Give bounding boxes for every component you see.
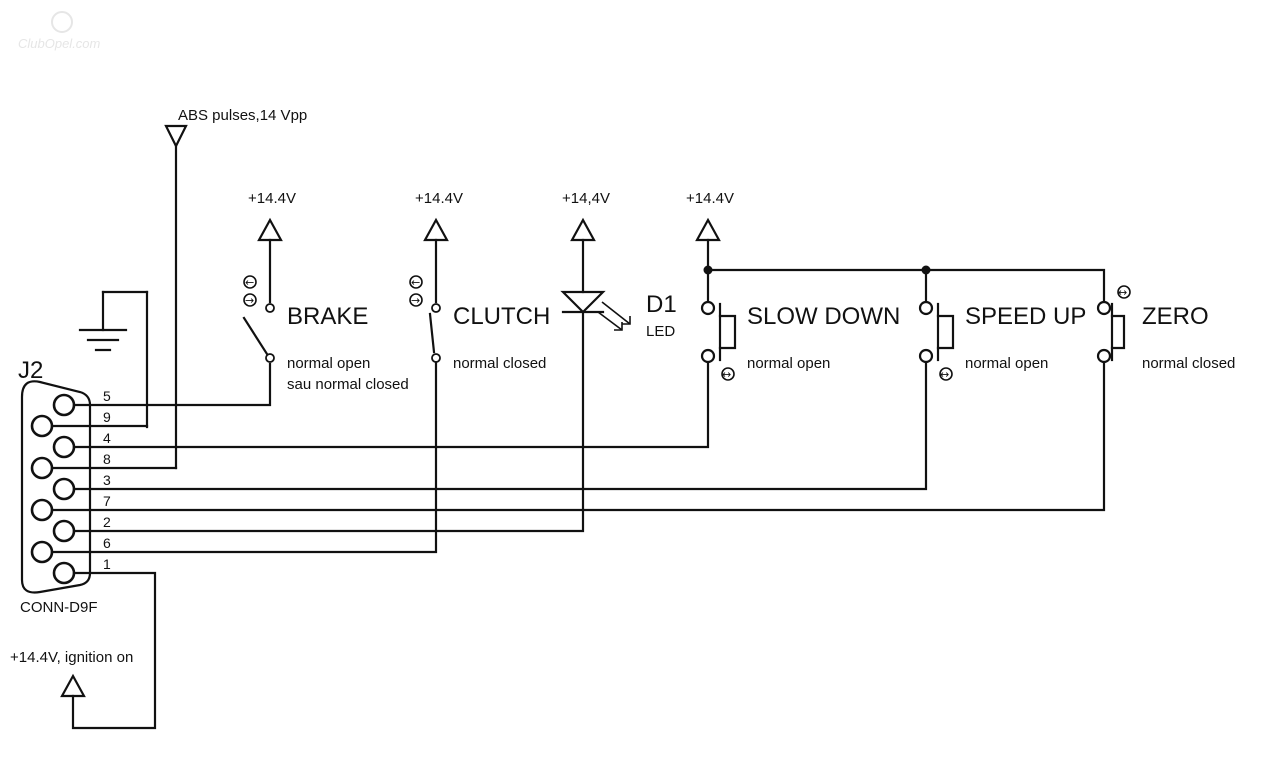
brake-note-2: sau normal closed (287, 376, 409, 393)
speedup-label: SPEED UP (965, 303, 1086, 330)
pin-number: 1 (103, 556, 111, 572)
slowdown-pushbutton-icon: ↔ (700, 300, 737, 381)
speedup-pushbutton-icon: ↔ (918, 300, 955, 381)
svg-text:↔: ↔ (722, 368, 731, 381)
buttons-supply-label: +14.4V (686, 190, 734, 207)
led-ref: D1 (646, 291, 677, 318)
abs-input-arrow-icon (164, 124, 188, 470)
brake-supply-arrow-icon (257, 217, 283, 304)
pin-1 (52, 561, 76, 585)
svg-text:↔: ↔ (1118, 286, 1127, 299)
clutch-label: CLUTCH (453, 303, 550, 330)
ignition-supply-arrow-icon (60, 673, 86, 698)
pin-number: 8 (103, 451, 111, 467)
pin-number: 3 (103, 472, 111, 488)
svg-text:→: → (411, 294, 420, 307)
connector-ref: J2 (18, 357, 43, 384)
pin-number: 2 (103, 514, 111, 530)
wire-pin4-slowdown (72, 360, 710, 449)
pin-number: 7 (103, 493, 111, 509)
svg-text:←: ← (245, 276, 254, 289)
buttons-supply-arrow-icon (695, 217, 721, 304)
pin-number: 9 (103, 409, 111, 425)
clutch-switch-icon: ← → (409, 275, 441, 363)
ignition-label: +14.4V, ignition on (10, 649, 133, 666)
wire-pin6-clutch (50, 360, 438, 554)
connector-part: CONN-D9F (20, 599, 98, 616)
pin-7 (30, 498, 54, 522)
wire-pin5-brake (72, 362, 272, 407)
svg-text:←: ← (411, 276, 420, 289)
pin-9 (30, 414, 54, 438)
clutch-supply-label: +14.4V (415, 190, 463, 207)
junction-dot (921, 265, 931, 275)
wire-pin7-zero (50, 360, 1106, 512)
led-supply-label: +14,4V (562, 190, 610, 207)
led-icon (560, 217, 631, 331)
pin-number: 5 (103, 388, 111, 404)
brake-supply-label: +14.4V (248, 190, 296, 207)
speedup-note-1: normal open (965, 355, 1048, 372)
svg-text:↔: ↔ (940, 368, 949, 381)
pin-8 (30, 456, 54, 480)
abs-label: ABS pulses,14 Vpp (178, 107, 307, 124)
watermark-logo-icon (51, 11, 73, 33)
svg-text:→: → (245, 294, 254, 307)
brake-switch-icon: ← → (242, 275, 275, 363)
led-type: LED (646, 323, 675, 340)
pin-2 (52, 519, 76, 543)
clutch-note-1: normal closed (453, 355, 546, 372)
ground-icon (78, 290, 149, 352)
pin-3 (52, 477, 76, 501)
zero-note-1: normal closed (1142, 355, 1235, 372)
connector-body (20, 380, 92, 594)
slowdown-note-1: normal open (747, 355, 830, 372)
wire-pin2-led (72, 312, 585, 533)
brake-note-1: normal open (287, 355, 370, 372)
pin-5 (52, 393, 76, 417)
zero-label: ZERO (1142, 303, 1209, 330)
pin-number: 6 (103, 535, 111, 551)
pin-6 (30, 540, 54, 564)
brake-label: BRAKE (287, 303, 368, 330)
supply-bus (706, 268, 1106, 304)
wire-pin1-ignition (71, 571, 157, 730)
pin-4 (52, 435, 76, 459)
wire-pin3-speedup (72, 360, 928, 491)
junction-dot (703, 265, 713, 275)
zero-pushbutton-icon: ↔ (1096, 285, 1131, 364)
slowdown-label: SLOW DOWN (747, 303, 900, 330)
watermark: ClubOpel.com (18, 36, 101, 51)
clutch-supply-arrow-icon (423, 217, 449, 304)
pin-number: 4 (103, 430, 111, 446)
